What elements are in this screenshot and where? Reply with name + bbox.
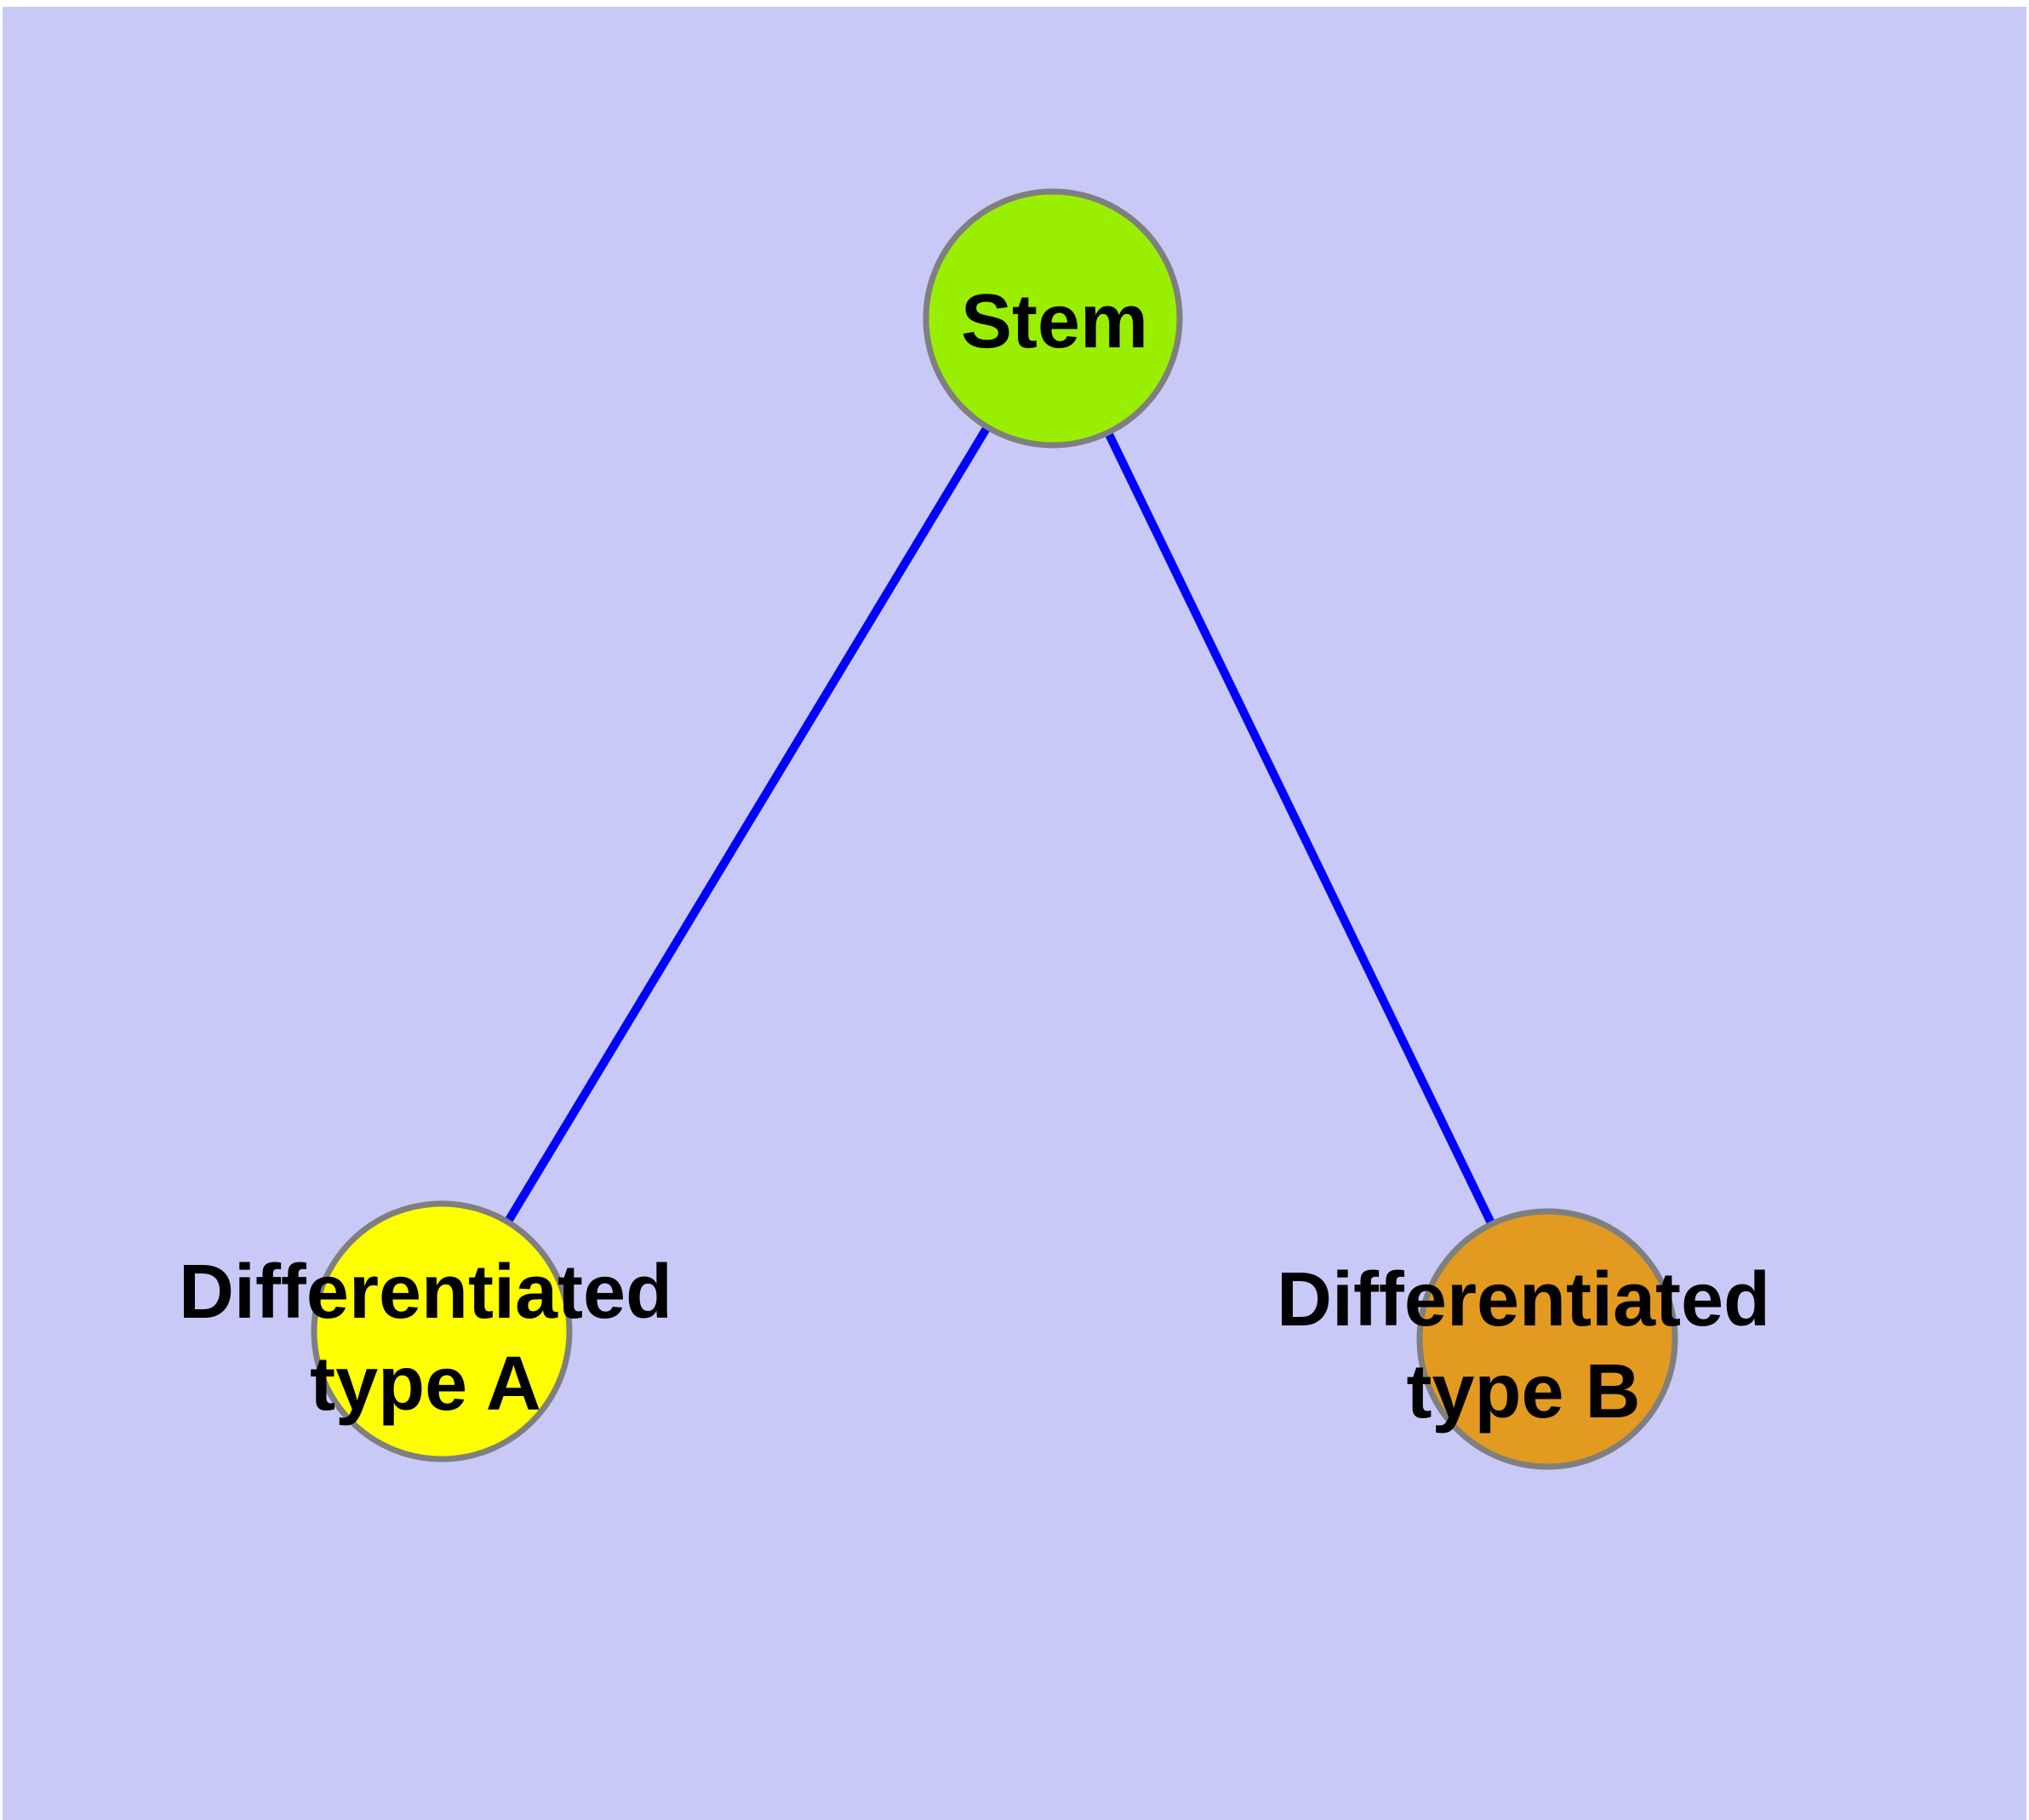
node-differentiated-type-b bbox=[1416, 1208, 1678, 1470]
node-stem bbox=[923, 188, 1183, 449]
edge-stem-to-type-a bbox=[437, 316, 1057, 1334]
node-type-a-label-line1: Differentiated bbox=[179, 1250, 672, 1335]
node-type-b-label-line1: Differentiated bbox=[1277, 1257, 1770, 1342]
node-stem-label: Stem bbox=[961, 279, 1148, 364]
node-type-a-label-line2: type A bbox=[310, 1342, 541, 1427]
node-differentiated-type-a bbox=[311, 1200, 573, 1462]
edge-stem-to-type-b bbox=[1049, 316, 1552, 1342]
node-type-b-label-line2: type B bbox=[1406, 1349, 1640, 1434]
